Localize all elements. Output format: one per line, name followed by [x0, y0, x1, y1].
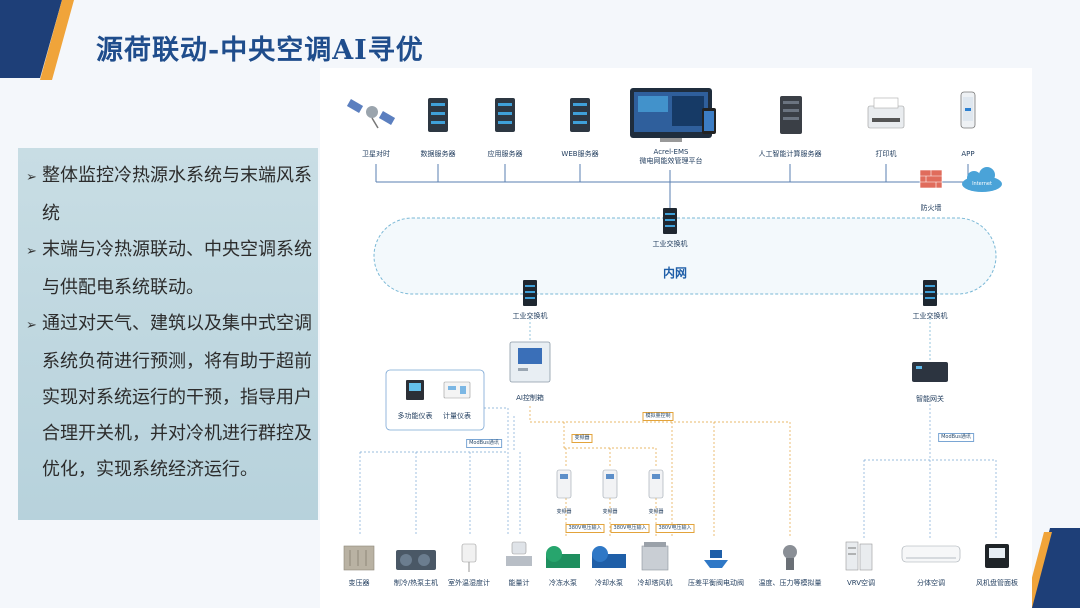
intranet-cloud — [373, 217, 997, 295]
valve-label: 压差平衡阀电动阀 — [688, 579, 744, 587]
vfd-2-label: 变频器 — [602, 509, 618, 515]
vfd-3-icon — [648, 469, 664, 499]
system-architecture-diagram: 卫星对时 数据服务器 应用服务器 WEB服务器 Acrel-EMS 微电网能效管… — [320, 68, 1032, 608]
cooling-tower-label: 冷却塔风机 — [637, 579, 673, 587]
outdoor-sensor-label: 室外温湿度计 — [448, 579, 490, 587]
fcu-panel-icon — [985, 544, 1009, 568]
web-server-icon — [570, 98, 590, 132]
switch-left-label: 工业交换机 — [512, 312, 548, 320]
diagram-canvas — [343, 88, 1009, 572]
bullet-text: 通过对天气、建筑以及集中式空调系统负荷进行预测，将有助于超前实现对系统运行的干预… — [42, 313, 312, 480]
motorized-valve-icon — [704, 550, 728, 568]
app-server-label: 应用服务器 — [487, 150, 523, 158]
bullet-item: ➢ 整体监控冷热源水系统与末端风系统 — [26, 158, 312, 232]
modbus-right-tag: ModBus通讯 — [938, 433, 974, 442]
control-links-orange — [529, 406, 791, 536]
application-server-icon — [495, 98, 515, 132]
smart-gateway-icon — [912, 362, 948, 382]
meter-label: 计量仪表 — [443, 412, 471, 420]
chiller-label: 制冷/热泵主机 — [393, 579, 439, 587]
vfd-3-label: 变频器 — [648, 509, 664, 515]
bullet-marker: ➢ — [26, 244, 37, 259]
ai-controller-icon — [509, 341, 551, 383]
transformer-label: 变压器 — [348, 579, 370, 587]
internet-cloud-icon — [962, 167, 1002, 192]
intranet-links — [529, 280, 931, 360]
industrial-switch-right-icon — [923, 280, 937, 306]
platform-monitor-icon — [630, 88, 716, 142]
platform-label-line1: Acrel-EMS — [653, 148, 689, 156]
bullet-text: 末端与冷热源联动、中央空调系统与供配电系统联动。 — [42, 239, 312, 298]
vfd-control-tag: 变频器 — [571, 434, 593, 443]
energy-flow-meter-icon — [506, 541, 532, 566]
printer-label: 打印机 — [875, 150, 897, 158]
split-ac-icon — [901, 545, 961, 563]
multi-meter-label: 多功能仪表 — [397, 412, 433, 420]
slide-title: 源荷联动-中央空调AI寻优 — [96, 35, 424, 66]
analog-transmitter-icon — [783, 545, 797, 570]
voltage-input-tag-3: 380V电压输入 — [655, 524, 695, 533]
chiller-icon — [396, 550, 436, 570]
app-label: APP — [961, 150, 975, 158]
platform-label-line2: 微电网能效管理平台 — [639, 157, 703, 165]
modbus-left-tag: ModBus通讯 — [466, 439, 502, 448]
fcu-panel-label: 风机盘管面板 — [976, 579, 1018, 587]
modbus-links-right — [863, 404, 997, 538]
database-server-icon — [428, 98, 448, 132]
gateway-label: 智能网关 — [916, 395, 944, 403]
chilled-water-pump-icon — [546, 546, 580, 568]
mobile-app-icon — [960, 91, 976, 129]
vrv-label: VRV空调 — [846, 579, 876, 587]
outdoor-sensor-icon — [461, 543, 477, 572]
industrial-switch-top-icon — [663, 208, 677, 234]
transmitter-label: 温度、压力等模拟量 — [758, 579, 822, 587]
description-box: ➢ 整体监控冷热源水系统与末端风系统 ➢ 末端与冷热源联动、中央空调系统与供配电系统… — [18, 148, 318, 520]
intranet-label: 内网 — [662, 266, 688, 280]
bullet-item: ➢ 末端与冷热源联动、中央空调系统与供配电系统联动。 — [26, 232, 312, 306]
internet-label: Internet — [972, 181, 992, 187]
chw-pump-label: 冷冻水泵 — [549, 579, 577, 587]
bullet-text: 整体监控冷热源水系统与末端风系统 — [42, 165, 312, 224]
ai-server-label: 人工智能计算服务器 — [758, 150, 822, 158]
ai-controller-label: AI控制箱 — [516, 394, 544, 402]
satellite-icon — [346, 99, 396, 129]
firewall-icon — [919, 169, 943, 189]
ai-compute-server-icon — [780, 96, 802, 134]
printer-icon — [867, 97, 905, 129]
switch-top-label: 工业交换机 — [652, 240, 688, 248]
vfd-1-icon — [556, 469, 572, 499]
energy-meter-icon — [443, 381, 471, 399]
split-ac-label: 分体空调 — [917, 579, 945, 587]
cw-pump-label: 冷却水泵 — [595, 579, 623, 587]
bullet-marker: ➢ — [26, 170, 37, 185]
voltage-input-tag-2: 380V电压输入 — [610, 524, 650, 533]
db-server-label: 数据服务器 — [420, 150, 456, 158]
vrv-unit-icon — [845, 541, 873, 571]
voltage-input-tag-1: 380V电压输入 — [565, 524, 605, 533]
industrial-switch-left-icon — [523, 280, 537, 306]
top-bus-lines — [375, 164, 970, 208]
cooling-tower-fan-icon — [641, 542, 669, 571]
corner-decoration-top-left — [0, 0, 74, 80]
meters-group-box — [385, 369, 485, 431]
transformer-icon — [343, 545, 375, 571]
vfd-2-icon — [602, 469, 618, 499]
firewall-label: 防火墙 — [920, 204, 942, 212]
web-server-label: WEB服务器 — [561, 150, 599, 158]
bullet-item: ➢ 通过对天气、建筑以及集中式空调系统负荷进行预测，将有助于超前实现对系统运行的干… — [26, 306, 312, 488]
modbus-links-left — [359, 407, 521, 536]
switch-right-label: 工业交换机 — [912, 312, 948, 320]
energy-meter-label: 能量计 — [508, 579, 530, 587]
vfd-1-label: 变频器 — [556, 509, 572, 515]
multi-function-meter-icon — [406, 380, 424, 400]
cooling-water-pump-icon — [592, 546, 626, 568]
satellite-label: 卫星对时 — [362, 150, 390, 158]
bullet-marker: ➢ — [26, 318, 37, 333]
analog-control-tag: 模拟量控制 — [642, 412, 674, 421]
